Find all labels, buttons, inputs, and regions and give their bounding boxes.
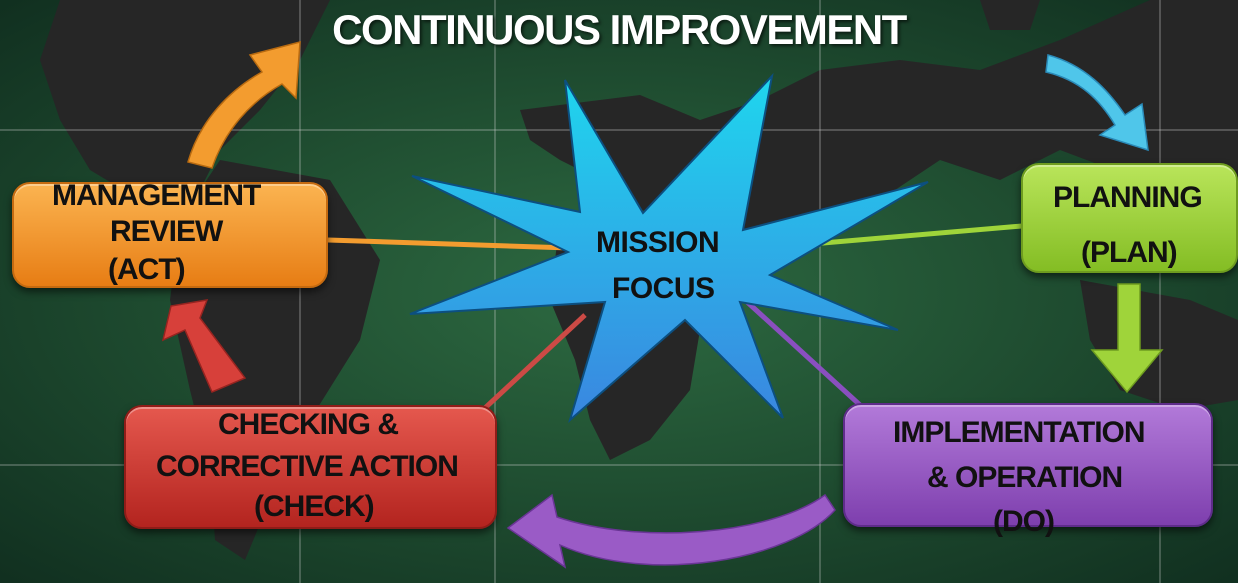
stage-act-line3: (ACT) [108, 253, 186, 286]
arrow-from-act [187, 41, 301, 169]
stage-plan-box: PLANNING (PLAN) [1021, 163, 1238, 273]
stage-act-line2: REVIEW [110, 215, 223, 248]
stage-do-line1: IMPLEMENTATION [893, 416, 1146, 449]
stage-check-line1: CHECKING & [218, 408, 399, 441]
stage-act-box: MANAGEMENT REVIEW (ACT) [12, 179, 328, 288]
arrow-to-plan [1045, 54, 1149, 152]
arrow-to-do [1090, 283, 1164, 394]
stage-do-box: IMPLEMENTATION & OPERATION (DO) [843, 403, 1213, 538]
stage-do-line2: & OPERATION [927, 461, 1123, 494]
stage-do-line3: (DO) [993, 505, 1055, 538]
mission-star [409, 72, 929, 424]
stage-act-line1: MANAGEMENT [52, 179, 261, 212]
arrow-to-act [161, 299, 247, 393]
diagram-title: CONTINUOUS IMPROVEMENT [332, 6, 907, 53]
center-label-line1: MISSION [596, 226, 720, 259]
stage-check-line3: (CHECK) [254, 490, 375, 523]
stage-plan-line2: (PLAN) [1081, 236, 1178, 269]
center-label-line2: FOCUS [612, 272, 715, 305]
arrow-to-check [506, 493, 836, 569]
stage-check-box: CHECKING & CORRECTIVE ACTION (CHECK) [124, 405, 497, 529]
stage-check-line2: CORRECTIVE ACTION [156, 450, 459, 483]
stage-plan-line1: PLANNING [1053, 181, 1203, 214]
